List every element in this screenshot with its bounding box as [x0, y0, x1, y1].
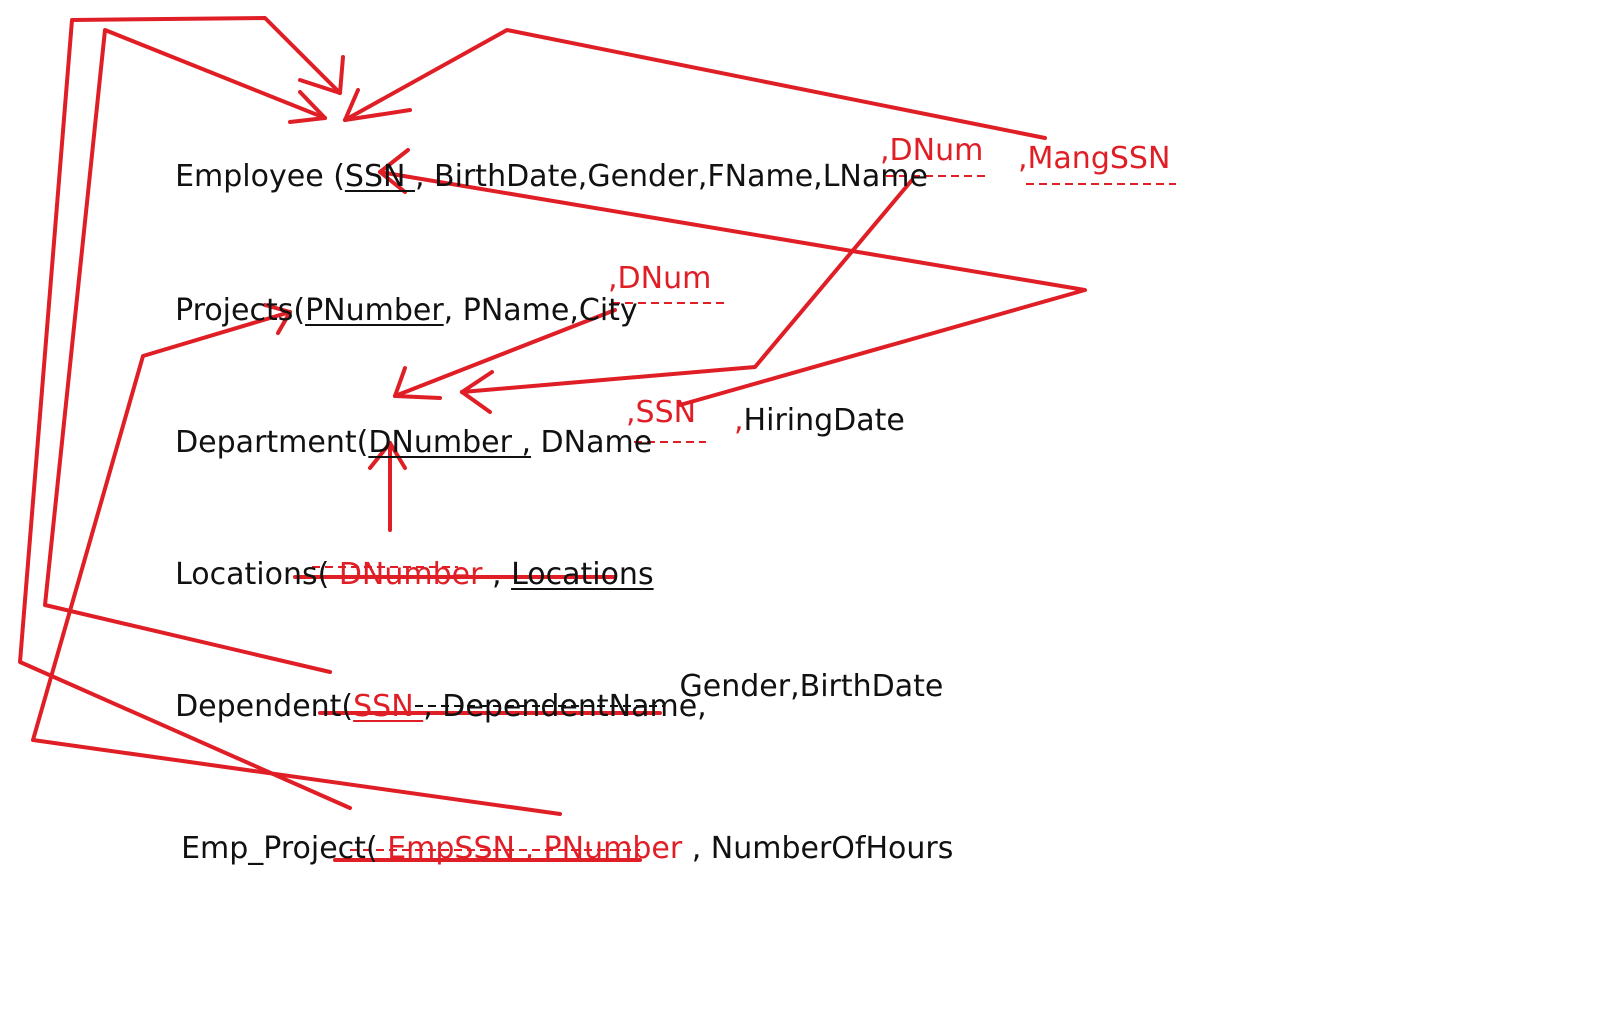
relation-name: Dependent(: [175, 689, 354, 724]
arrowhead: [343, 108, 412, 122]
arrowhead: [460, 390, 492, 414]
arrowhead: [338, 55, 345, 95]
separator: ,: [491, 557, 512, 592]
fk-ssn: SSN: [353, 689, 424, 724]
attributes: , PName,City: [443, 293, 638, 328]
relation-name: Emp_Project(: [181, 831, 378, 866]
relation-department: Department(DNumber , DName: [156, 398, 652, 458]
relation-employee: Employee (SSN , BirthDate,Gender,FName,L…: [156, 132, 928, 192]
attributes: Gender,BirthDate: [670, 669, 944, 704]
relation-name: Projects(: [175, 293, 306, 328]
arrowhead: [378, 170, 407, 194]
attributes: DName: [531, 425, 653, 460]
fk-empssn: EmpSSN: [377, 831, 525, 866]
pk-ssn: SSN: [344, 159, 415, 194]
fk-arrow-dept-ssn-emp-ssn: [378, 170, 1087, 407]
fk-arrow-empssn-emp: [18, 16, 352, 810]
pk-pnumber: PNumber: [305, 293, 444, 328]
relation-name: Locations(: [175, 557, 330, 592]
arrowhead: [298, 78, 342, 95]
fk-pnumber: , PNumber: [524, 831, 683, 866]
fk-dnum: ,DNum: [608, 261, 712, 296]
arrowhead: [276, 310, 292, 335]
relation-projects: Projects(PNumber, PName,City: [156, 266, 638, 326]
hiringdate-attribute: ,HiringDate: [734, 406, 905, 436]
relation-dependent: Dependent(SSN , DependentName,: [156, 662, 707, 722]
arrowhead: [263, 303, 292, 314]
arrowhead: [393, 366, 407, 398]
separator: ,: [697, 689, 707, 724]
arrowhead: [343, 88, 360, 122]
relation-name: Employee (: [175, 159, 345, 194]
relation-locations: Locations( DNumber , Locations: [156, 530, 654, 590]
arrowhead: [378, 148, 410, 174]
separator: ,: [734, 403, 744, 438]
attributes: , BirthDate,Gender,FName,LName: [414, 159, 928, 194]
attributes: , NumberOfHours: [682, 831, 954, 866]
fk-arrow-emp-pnumber-proj: [31, 310, 562, 816]
pk-dnumber: DNumber ,: [368, 425, 532, 460]
arrowhead: [298, 90, 327, 120]
arrowhead: [368, 441, 392, 470]
fk-dnum: ,DNum: [880, 133, 984, 168]
fk-ssn: ,SSN: [626, 395, 697, 430]
fk-dnumber: DNumber: [329, 557, 492, 592]
arrowhead: [288, 116, 327, 124]
arrowhead: [388, 441, 407, 470]
pk-dependentname: DependentName: [442, 689, 698, 724]
relation-emp-project: Emp_Project( EmpSSN , PNumber , NumberOf…: [162, 804, 953, 864]
arrowhead: [460, 370, 494, 394]
arrowhead: [393, 394, 442, 400]
fk-arrow-proj-dnum-dept: [393, 308, 617, 398]
pk-locations: Locations: [511, 557, 654, 592]
relation-name: Department(: [175, 425, 369, 460]
attribute: HiringDate: [743, 403, 905, 438]
fk-mangssn: ,MangSSN: [1018, 141, 1171, 176]
separator: ,: [423, 689, 443, 724]
fk-arrow-mangssn-ssn: [343, 28, 1047, 140]
fk-arrow-dependent-ssn-emp: [43, 28, 332, 674]
fk-arrow-emp-dnum-dept: [460, 178, 914, 394]
